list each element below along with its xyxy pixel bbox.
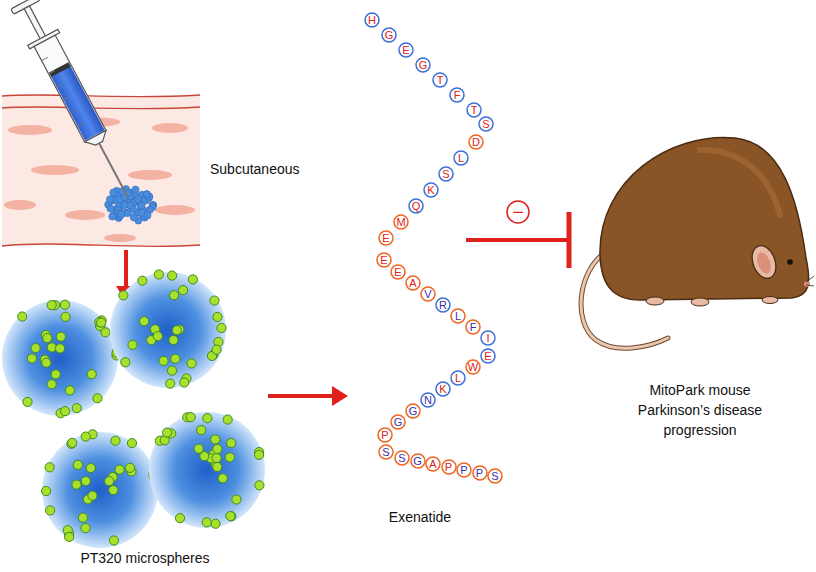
amino-acid-letter: L <box>450 370 466 386</box>
amino-acid-letter: A <box>425 456 441 472</box>
amino-acid-letter: H <box>364 12 380 28</box>
amino-acid-circle: G <box>410 453 426 469</box>
amino-acid-circle: E <box>398 42 414 58</box>
amino-acid-letter: R <box>435 297 451 313</box>
amino-acid-letter: E <box>480 348 496 364</box>
inhibition-sign: − <box>506 200 530 224</box>
amino-acid-circle: D <box>468 134 484 150</box>
amino-acid-circle: S <box>487 468 503 484</box>
amino-acid-letter: G <box>405 403 421 419</box>
amino-acid-letter: P <box>377 427 393 443</box>
amino-acid-letter: P <box>472 465 488 481</box>
amino-acid-letter: I <box>480 330 496 346</box>
amino-acid-circle: G <box>415 57 431 73</box>
amino-acid-letter: S <box>478 116 494 132</box>
amino-acid-circle: W <box>465 359 481 375</box>
amino-acid-circle: Q <box>408 198 424 214</box>
amino-acid-letter: N <box>420 392 436 408</box>
amino-acid-letter: E <box>376 252 392 268</box>
amino-acid-letter: K <box>435 381 451 397</box>
amino-acid-letter: P <box>441 459 457 475</box>
amino-acid-circle: E <box>376 252 392 268</box>
amino-acid-letter: T <box>466 102 482 118</box>
amino-acid-letter: L <box>453 150 469 166</box>
amino-acid-circle: V <box>420 286 436 302</box>
amino-acid-letter: S <box>378 444 394 460</box>
amino-acid-letter: G <box>390 414 406 430</box>
amino-acid-circle: M <box>393 214 409 230</box>
injected-depot <box>105 186 157 224</box>
amino-acid-circle: A <box>425 456 441 472</box>
amino-acid-letter: V <box>420 286 436 302</box>
amino-acid-letter: T <box>432 72 448 88</box>
amino-acid-letter: S <box>438 166 454 182</box>
amino-acid-letter: G <box>410 453 426 469</box>
amino-acid-letter: S <box>394 450 410 466</box>
amino-acid-circle: A <box>405 275 421 291</box>
amino-acid-circle: P <box>377 427 393 443</box>
amino-acid-circle: E <box>378 230 394 246</box>
model-label: MitoPark mouse Parkinson’s disease progr… <box>618 380 783 440</box>
amino-acid-letter: F <box>465 319 481 335</box>
amino-acid-circle: L <box>453 150 469 166</box>
amino-acid-letter: Q <box>408 198 424 214</box>
amino-acid-circle: E <box>390 264 406 280</box>
minus-sign: − <box>506 200 530 224</box>
amino-acid-letter: G <box>381 27 397 43</box>
component-label: PT320 microspheres <box>80 549 209 567</box>
amino-acid-letter: L <box>450 308 466 324</box>
amino-acid-letter: E <box>390 264 406 280</box>
amino-acid-letter: K <box>423 182 439 198</box>
amino-acid-circle: F <box>449 87 465 103</box>
amino-acid-letter: W <box>465 359 481 375</box>
amino-acid-circle: I <box>480 330 496 346</box>
amino-acid-circle: L <box>450 308 466 324</box>
amino-acid-circle: S <box>438 166 454 182</box>
amino-acid-letter: E <box>378 230 394 246</box>
amino-acid-circle: P <box>472 465 488 481</box>
amino-acid-letter: M <box>393 214 409 230</box>
amino-acid-circle: K <box>435 381 451 397</box>
amino-acid-letter: A <box>405 275 421 291</box>
amino-acid-circle: G <box>405 403 421 419</box>
amino-acid-letter: P <box>456 462 472 478</box>
amino-acid-letter: F <box>449 87 465 103</box>
microspheres <box>2 270 265 548</box>
site-label: Subcutaneous <box>210 160 300 178</box>
amino-acid-letter: S <box>487 468 503 484</box>
amino-acid-circle: E <box>480 348 496 364</box>
syringe <box>9 0 143 206</box>
amino-acid-circle: G <box>390 414 406 430</box>
amino-acid-circle: S <box>478 116 494 132</box>
amino-acid-circle: T <box>466 102 482 118</box>
amino-acid-circle: N <box>420 392 436 408</box>
peptide-label: Exenatide <box>389 508 451 526</box>
flow-arrow <box>268 386 348 406</box>
mouse-illustration <box>581 137 814 348</box>
amino-acid-letter: E <box>398 42 414 58</box>
skin-section <box>2 95 200 247</box>
amino-acid-letter: G <box>415 57 431 73</box>
amino-acid-circle: G <box>381 27 397 43</box>
amino-acid-circle: K <box>423 182 439 198</box>
amino-acid-circle: S <box>378 444 394 460</box>
amino-acid-circle: P <box>456 462 472 478</box>
amino-acid-circle: L <box>450 370 466 386</box>
amino-acid-circle: T <box>432 72 448 88</box>
amino-acid-circle: S <box>394 450 410 466</box>
amino-acid-circle: H <box>364 12 380 28</box>
amino-acid-circle: F <box>465 319 481 335</box>
amino-acid-letter: D <box>468 134 484 150</box>
amino-acid-circle: P <box>441 459 457 475</box>
amino-acid-circle: R <box>435 297 451 313</box>
